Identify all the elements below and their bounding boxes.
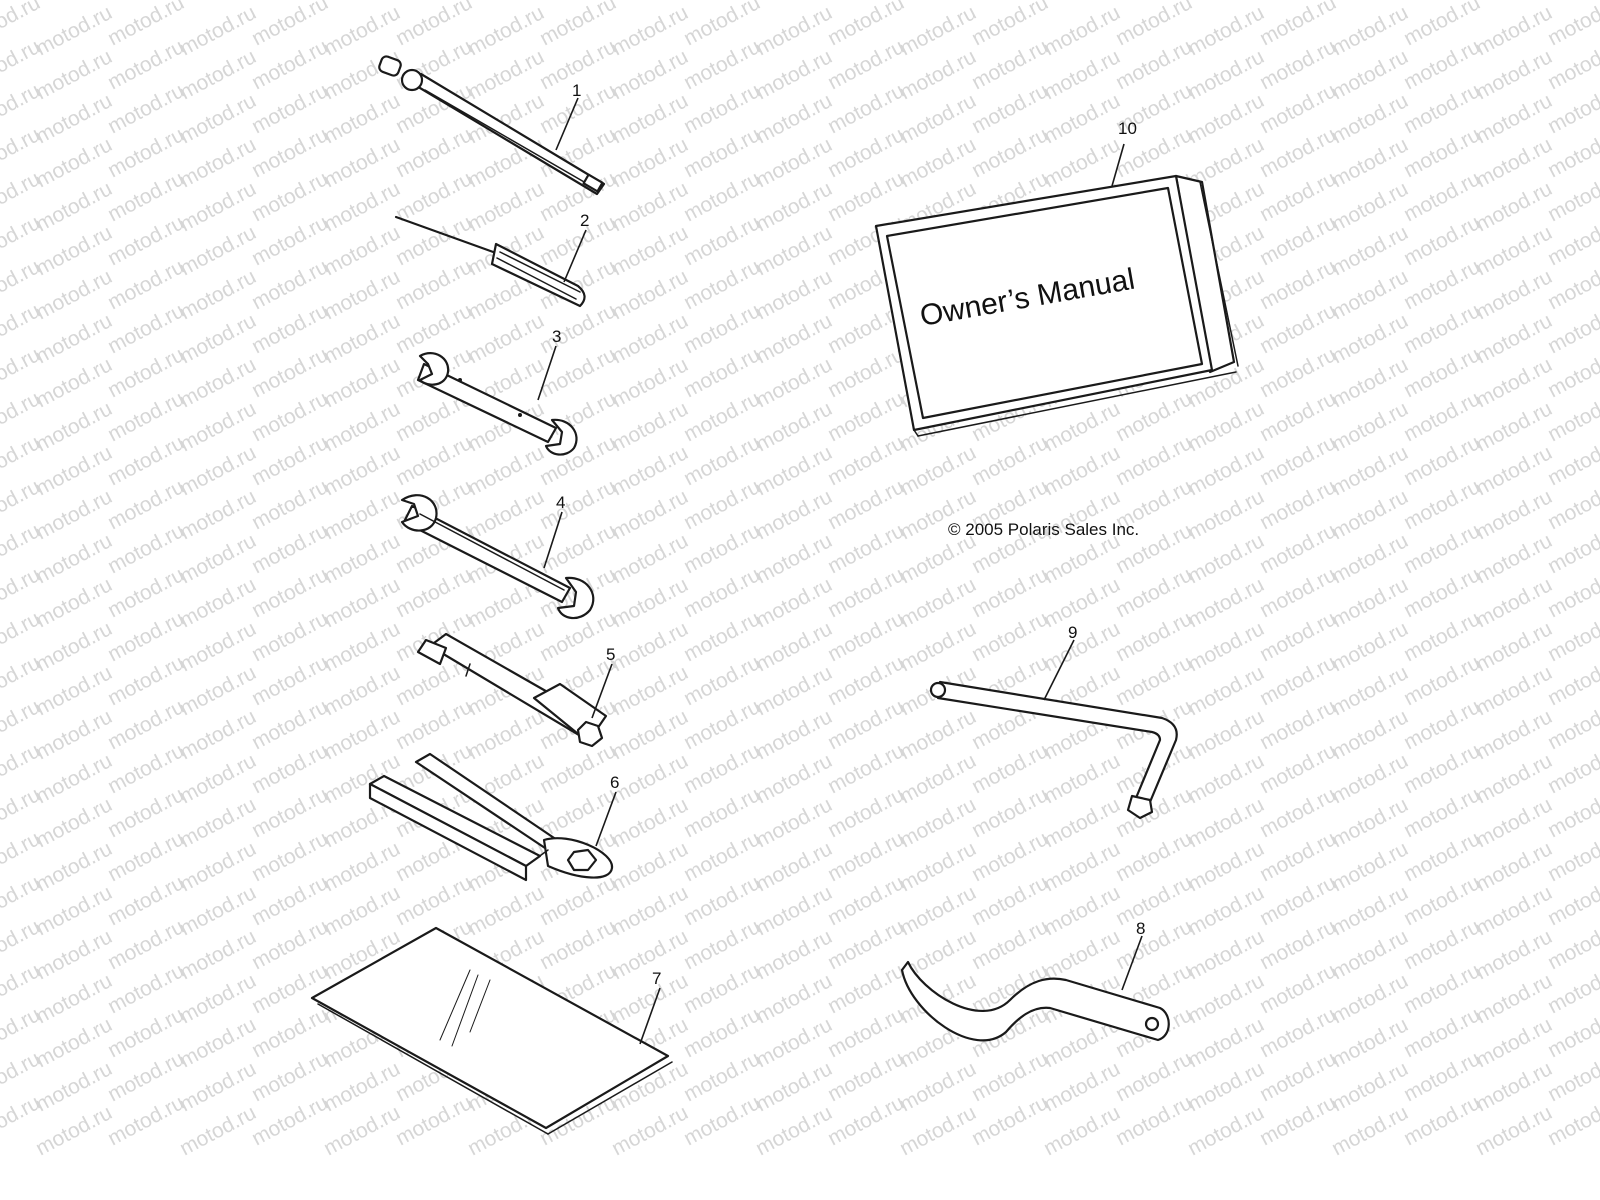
callout-5: 5 — [606, 645, 615, 664]
owners-manual-part: Owner’s Manual — [874, 174, 1239, 437]
callout-6: 6 — [610, 773, 619, 792]
spanner-wrench-part — [900, 960, 1170, 1042]
callout-9: 9 — [1068, 623, 1077, 642]
tool-bag-part — [310, 926, 673, 1135]
spark-plug-socket-part — [416, 632, 608, 748]
leader-5 — [591, 663, 613, 719]
leader-10 — [1111, 143, 1125, 187]
leader-6 — [595, 791, 617, 847]
tire-gauge-part — [378, 55, 606, 196]
callout-3: 3 — [552, 327, 561, 346]
leader-4 — [543, 511, 563, 569]
leader-1 — [555, 97, 579, 151]
callout-2: 2 — [580, 211, 589, 230]
combination-tool-part — [368, 752, 614, 882]
callout-4: 4 — [556, 493, 565, 512]
callout-7: 7 — [652, 969, 661, 988]
copyright-notice: © 2005 Polaris Sales Inc. — [948, 520, 1140, 539]
leader-9 — [1043, 639, 1075, 701]
large-wrench-part — [400, 494, 595, 620]
callout-8: 8 — [1136, 919, 1145, 938]
leader-2 — [563, 229, 587, 283]
small-wrench-part — [416, 352, 578, 456]
hex-key-part — [929, 680, 1178, 820]
leader-3 — [537, 345, 557, 401]
leader-8 — [1121, 935, 1143, 991]
leader-7 — [639, 987, 661, 1045]
screwdriver-part — [394, 215, 586, 308]
callout-10: 10 — [1118, 119, 1137, 138]
callout-1: 1 — [572, 81, 581, 100]
